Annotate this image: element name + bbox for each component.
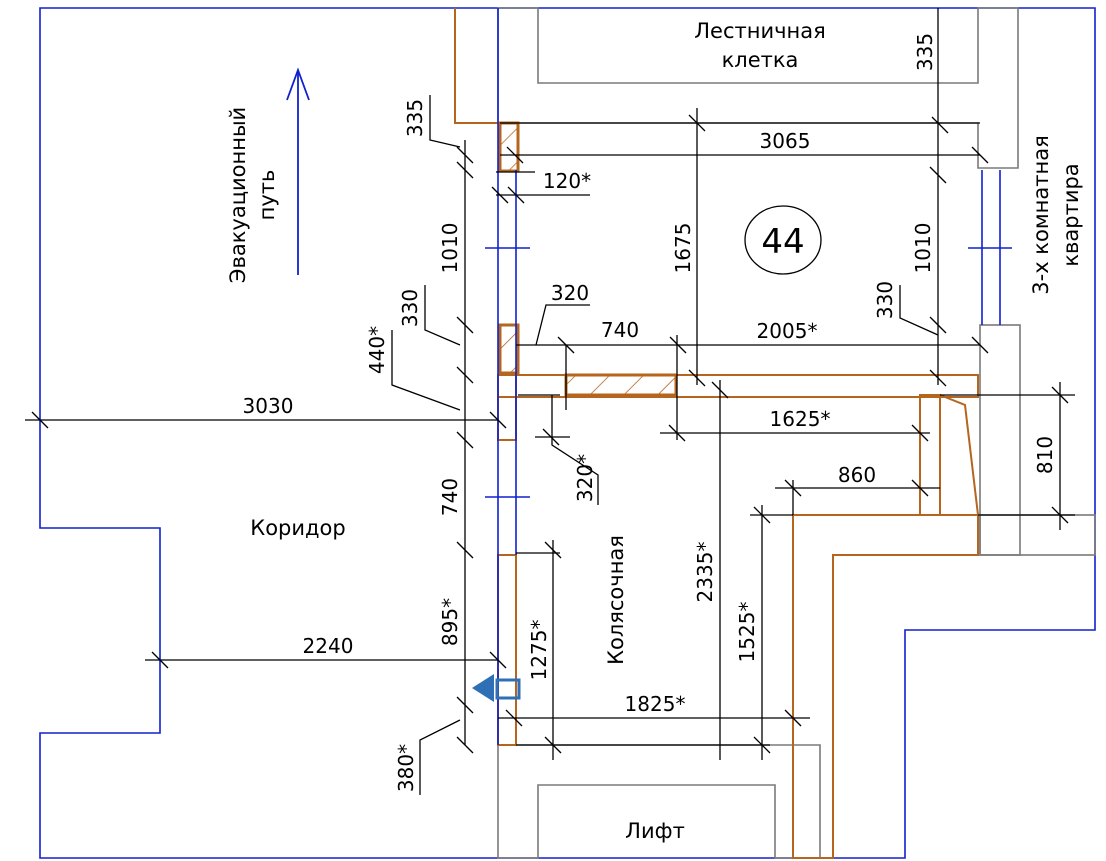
apartment-label-line1: 3-х комнатная (1029, 135, 1053, 294)
room-number-circle (744, 205, 822, 275)
dim-320-top: 320 (551, 281, 589, 305)
dim-1625: 1625* (770, 407, 831, 431)
dim-3065: 3065 (760, 129, 811, 153)
dim-1525: 1525* (735, 602, 759, 663)
dim-1010-left: 1010 (438, 223, 462, 274)
corridor-label: Коридор (250, 516, 345, 540)
dim-1275: 1275* (527, 620, 551, 681)
room-number: 44 (761, 222, 804, 262)
stair-label-line2: клетка (722, 48, 799, 72)
dim-1675: 1675 (671, 223, 695, 274)
dim-335-top: 335 (913, 33, 937, 71)
dim-330-right: 330 (873, 281, 897, 319)
dim-860: 860 (838, 463, 876, 487)
dim-740-top: 740 (601, 318, 639, 342)
evac-label-line1: Эвакуационный (226, 107, 250, 283)
lift-label: Лифт (625, 819, 685, 843)
dim-1010-right: 1010 (911, 223, 935, 274)
door-marker-icon[interactable] (472, 674, 521, 702)
evac-label-line2: путь (255, 170, 279, 221)
stroller-label: Колясочная (604, 535, 628, 665)
dim-3030: 3030 (243, 394, 294, 418)
apartment-label-line2: квартира (1059, 163, 1083, 266)
dim-740-left: 740 (438, 478, 462, 516)
dimension-lines (25, 8, 1075, 795)
evacuation-arrow-icon (286, 67, 310, 275)
blue-lines (485, 8, 1012, 745)
dim-330-left: 330 (398, 289, 422, 327)
dim-810: 810 (1033, 436, 1057, 474)
dim-320-bottom: 320* (573, 454, 597, 502)
dim-440: 440* (365, 326, 389, 374)
dim-2335: 2335* (693, 542, 717, 603)
stair-label-line1: Лестничная (694, 19, 826, 43)
dim-380: 380* (394, 744, 418, 792)
dim-2005: 2005* (757, 319, 818, 343)
dim-1825: 1825* (625, 692, 686, 716)
dim-120: 120* (543, 169, 591, 193)
dim-335-left: 335 (403, 99, 427, 137)
zone-outline (39, 7, 1096, 859)
dim-895: 895* (438, 598, 462, 646)
dim-2240: 2240 (303, 634, 354, 658)
